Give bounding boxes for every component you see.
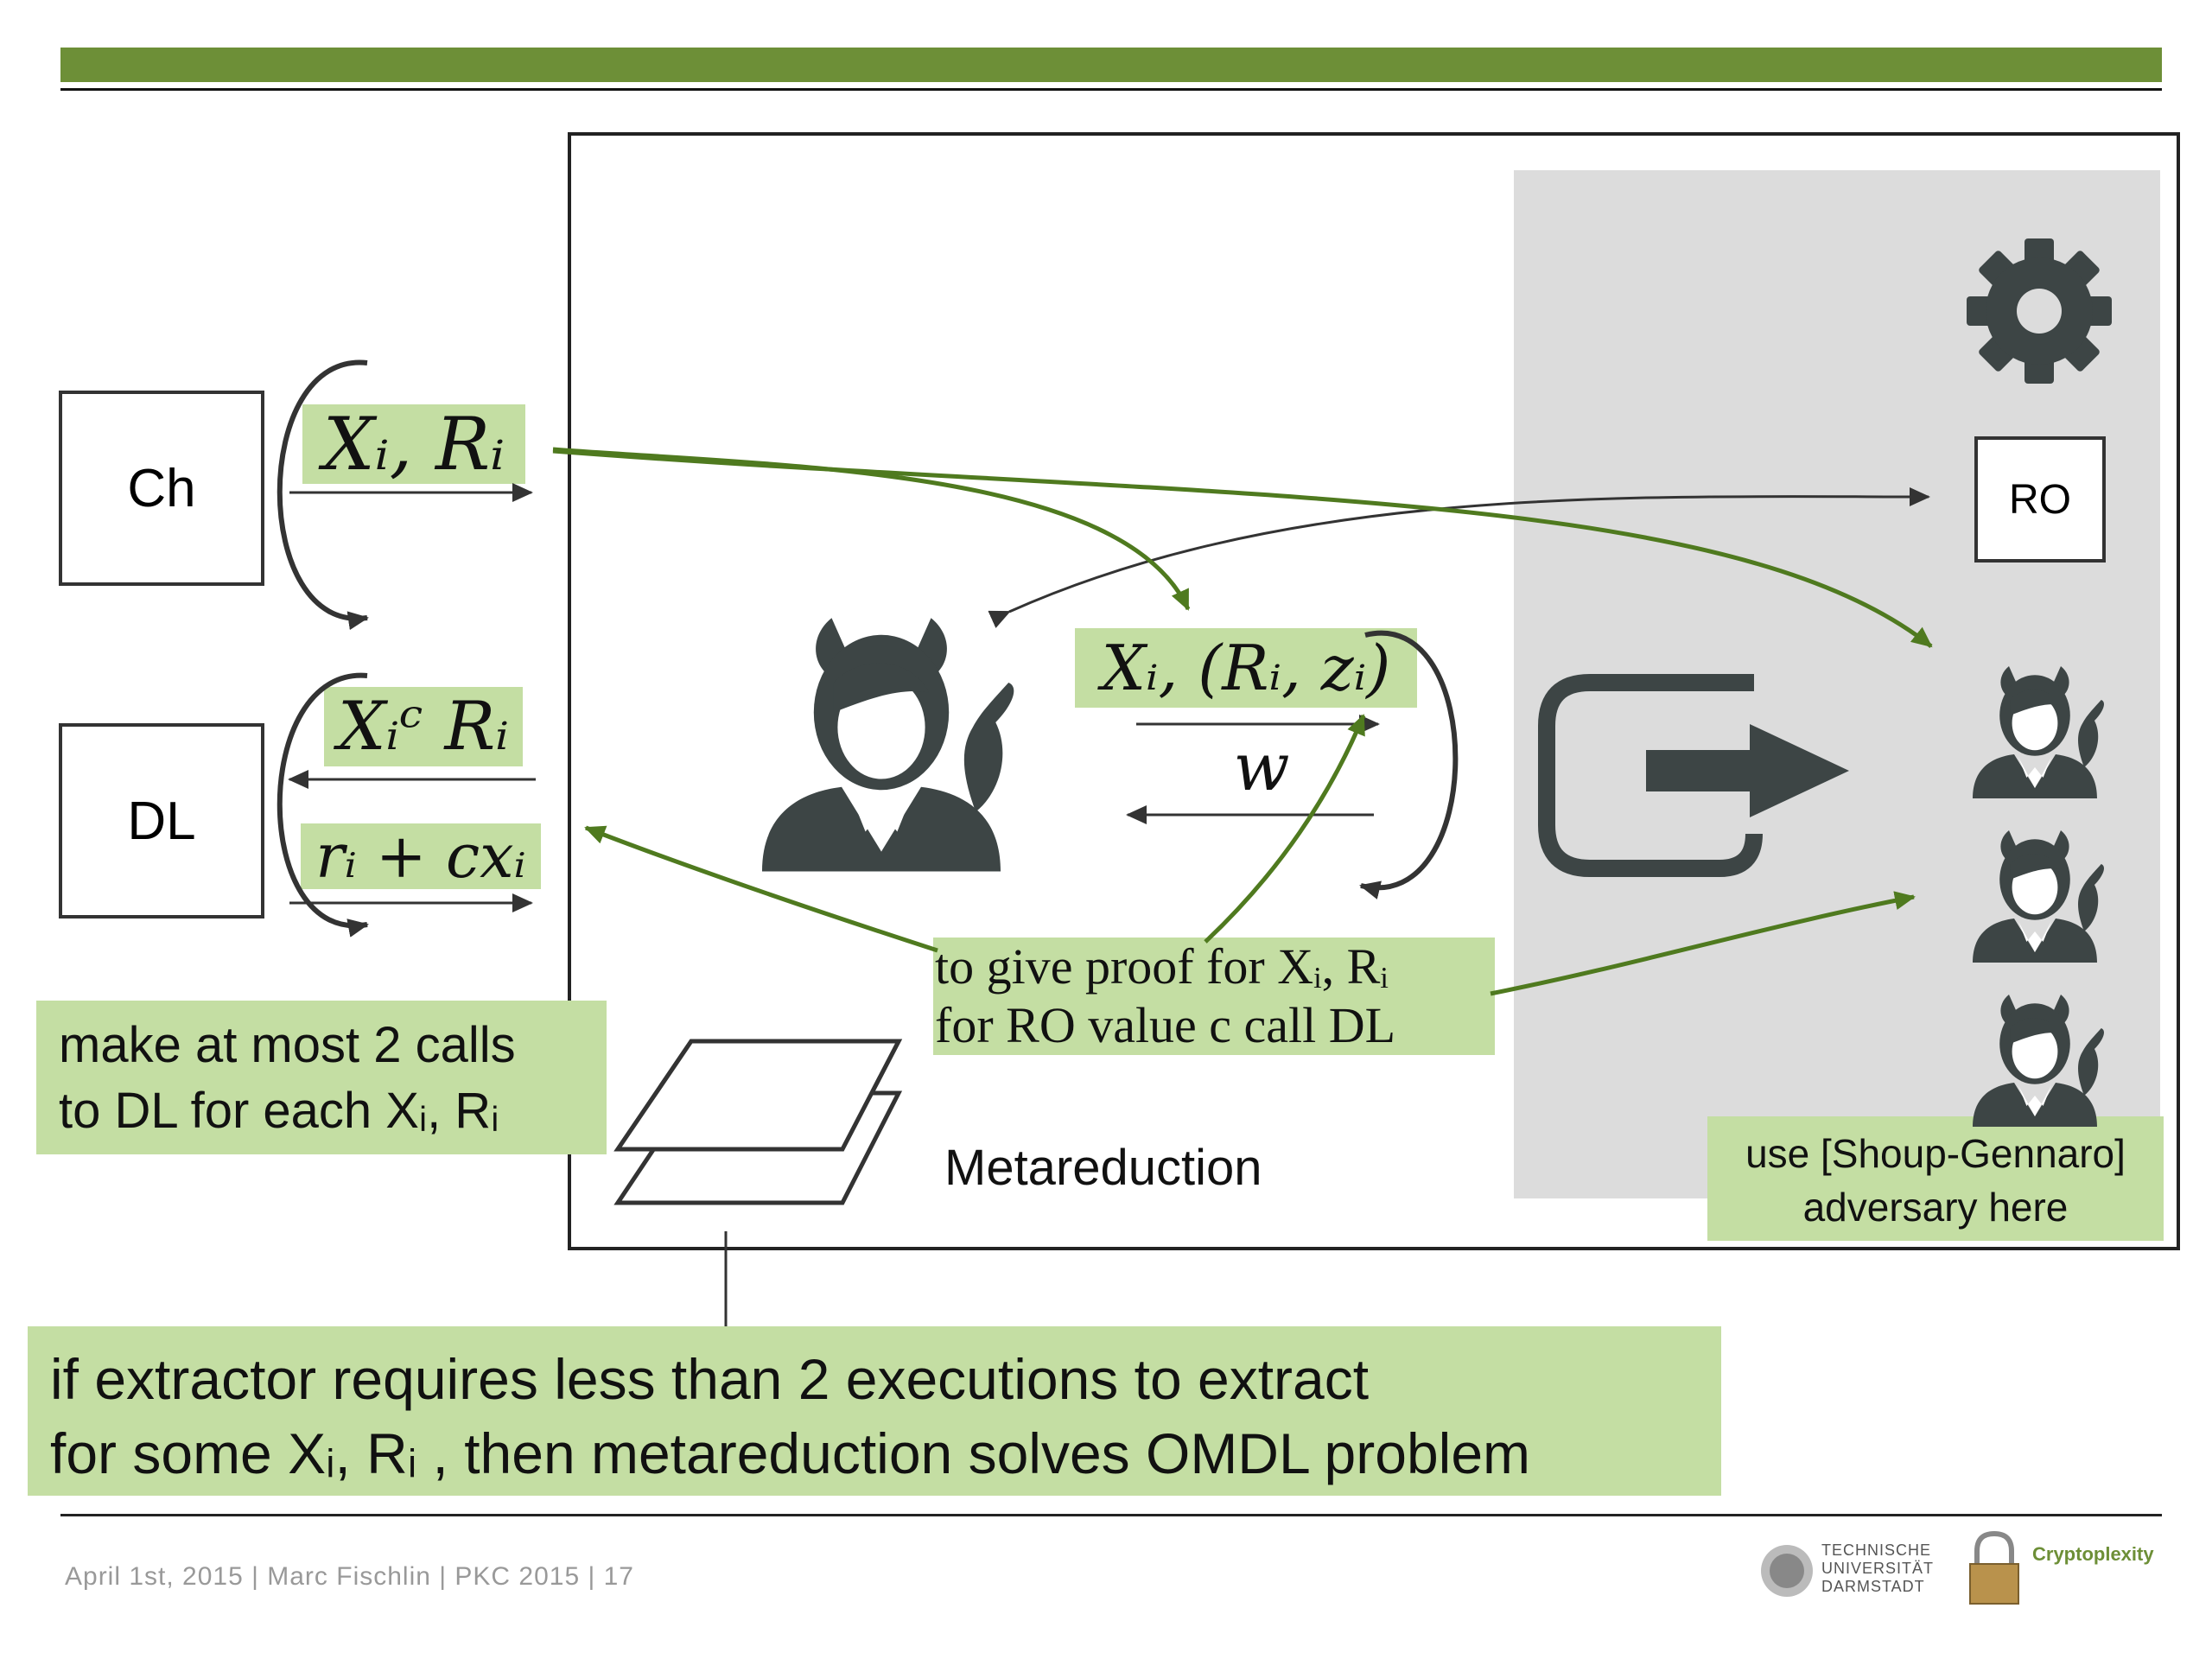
random-oracle-box: RO bbox=[1974, 436, 2106, 563]
footer-text: April 1st, 2015 | Marc Fischlin | PKC 20… bbox=[65, 1562, 634, 1591]
header-bar bbox=[60, 48, 2162, 82]
dl-label: DL bbox=[127, 791, 196, 851]
dl-query-values: Xᵢᶜ Rᵢ bbox=[324, 687, 523, 766]
green-arrow-to-adversary bbox=[552, 447, 1191, 611]
tud-logo-text: TECHNISCHE UNIVERSITÄT DARMSTADT bbox=[1821, 1541, 1935, 1595]
calls-note-line2: to DL for each Xᵢ, Rᵢ bbox=[59, 1083, 499, 1139]
proof-note-line1: to give proof for Xᵢ, Rᵢ bbox=[935, 938, 1389, 995]
challenge-values: Xᵢ, Rᵢ bbox=[302, 404, 525, 484]
cryptoplexity-logo-text: Cryptoplexity bbox=[2032, 1543, 2154, 1565]
layers-icon bbox=[613, 1039, 903, 1205]
green-arrow-to-sg-adversary bbox=[552, 448, 1933, 648]
exit-arrow-icon bbox=[1538, 674, 1849, 877]
shoup-note-line1: use [Shoup-Gennaro] bbox=[1745, 1131, 2126, 1176]
dl-oracle-box: DL bbox=[59, 723, 264, 918]
sg-adversary-icon-1 bbox=[1973, 666, 2104, 798]
extraction-note-line1: if extractor requires less than 2 execut… bbox=[50, 1347, 1370, 1411]
rewind-arc-ch bbox=[276, 359, 369, 631]
footer-rule bbox=[60, 1514, 2162, 1516]
sg-adversary-icon-3 bbox=[1973, 995, 2104, 1127]
green-arrow-proof-to-adversaries bbox=[1490, 891, 1916, 996]
green-arrow-proof-to-commit bbox=[1204, 714, 1366, 944]
tud-seal-logo bbox=[1761, 1545, 1813, 1597]
response-w: w bbox=[1233, 728, 1290, 805]
ro-label: RO bbox=[2009, 476, 2071, 523]
rewind-arc-dl bbox=[276, 672, 369, 938]
gear-icon bbox=[1967, 238, 2112, 384]
sg-adversary-icon-2 bbox=[1973, 830, 2104, 963]
challenger-label: Ch bbox=[127, 458, 196, 518]
green-arrow-proof-to-dl bbox=[584, 825, 938, 953]
calls-note-line1: make at most 2 calls bbox=[59, 1017, 516, 1073]
metareduction-label: Metareduction bbox=[944, 1140, 1262, 1196]
extraction-note-line2: for some Xᵢ, Rᵢ , then metareduction sol… bbox=[50, 1421, 1531, 1485]
dl-response-values: rᵢ + cxᵢ bbox=[301, 823, 541, 889]
proof-note-line2: for RO value c call DL bbox=[935, 997, 1396, 1053]
commitment-values: Xᵢ, (Rᵢ, zᵢ) bbox=[1075, 628, 1417, 708]
shoup-note-line2: adversary here bbox=[1802, 1185, 2069, 1230]
header-rule bbox=[60, 88, 2162, 91]
arrow-ro-query bbox=[988, 486, 1930, 628]
proof-note: to give proof for Xᵢ, Rᵢ for RO value c … bbox=[933, 938, 1495, 1055]
cryptoplexity-lock-logo bbox=[1969, 1530, 2019, 1605]
extraction-note: if extractor requires less than 2 execut… bbox=[28, 1326, 1721, 1496]
challenger-box: Ch bbox=[59, 391, 264, 586]
shoup-gennaro-note: use [Shoup-Gennaro] adversary here bbox=[1707, 1116, 2164, 1241]
rewind-arc-adversary bbox=[1359, 630, 1459, 899]
adversary-icon bbox=[762, 618, 1014, 872]
calls-note: make at most 2 calls to DL for each Xᵢ, … bbox=[36, 1001, 607, 1154]
